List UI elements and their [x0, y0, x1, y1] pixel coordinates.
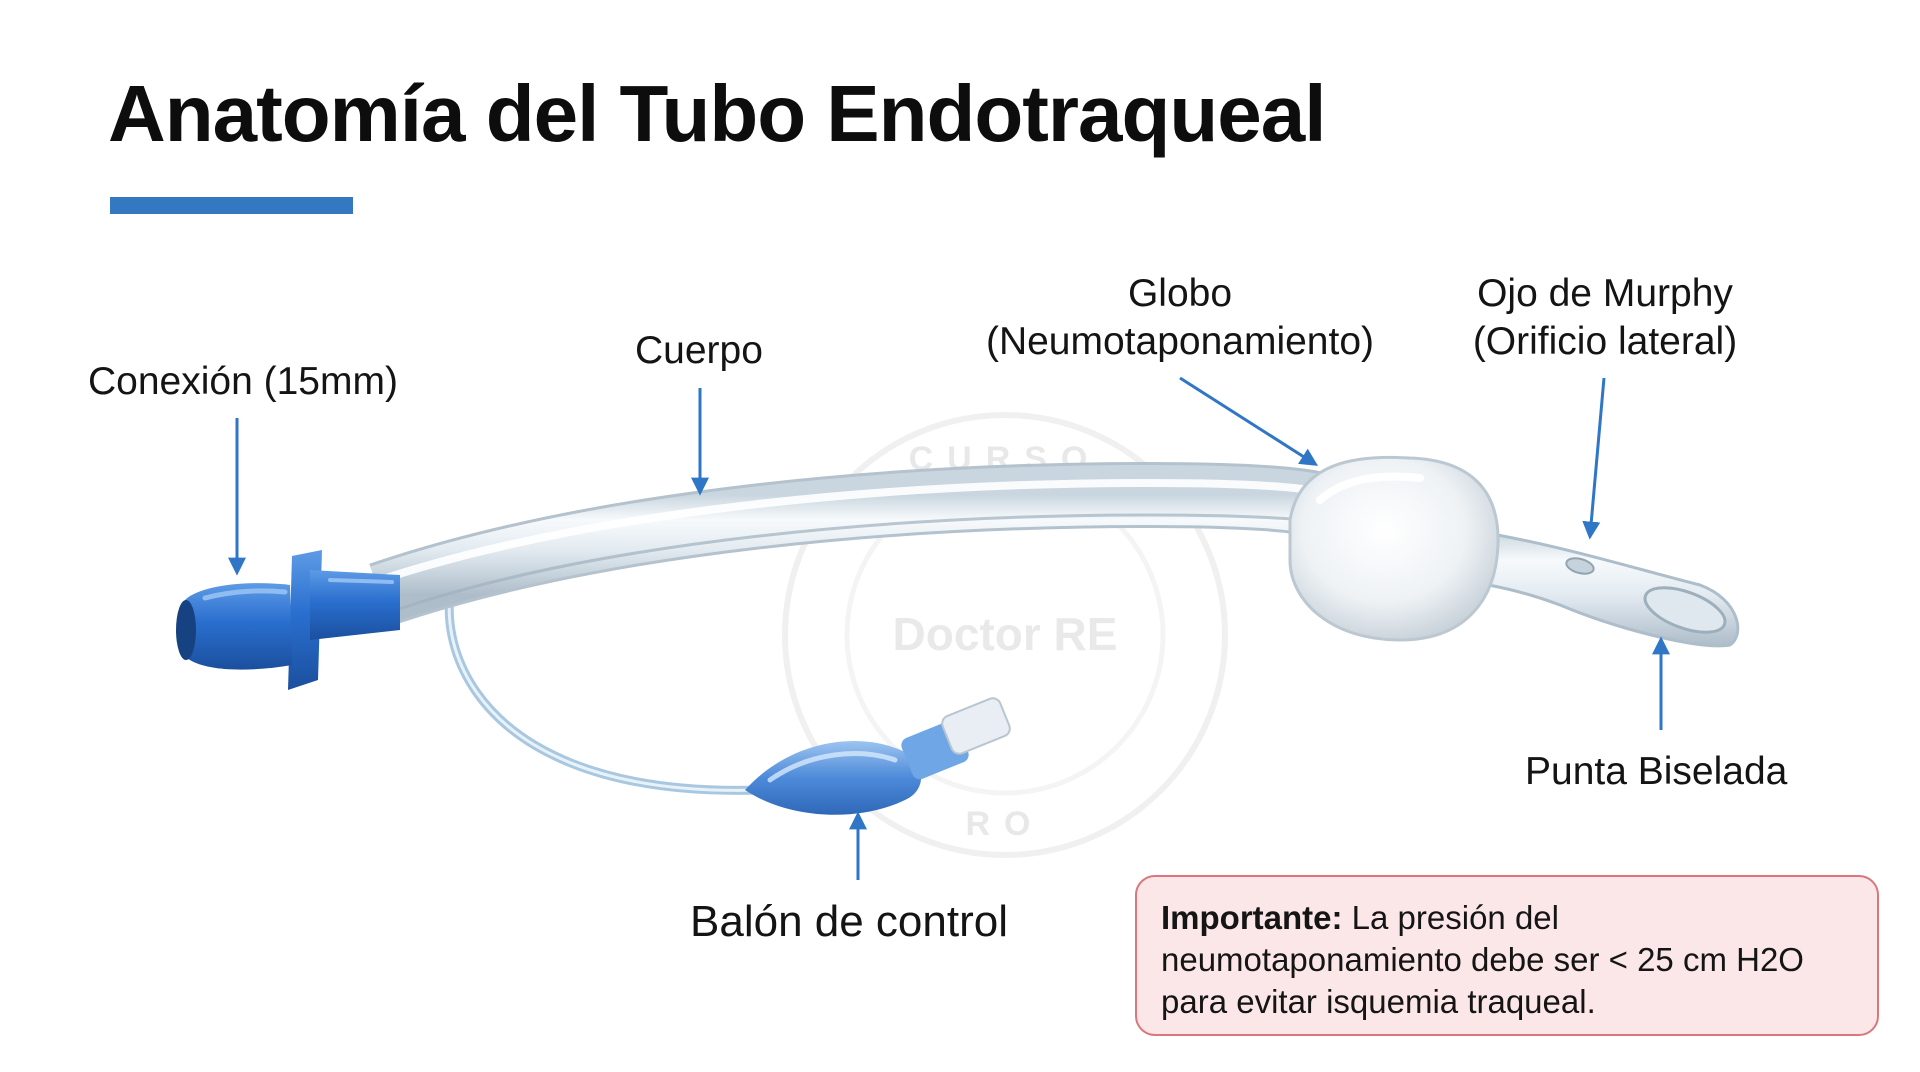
blue-15mm-connector	[176, 550, 400, 690]
label-murphy: Ojo de Murphy (Orificio lateral)	[1460, 270, 1750, 366]
tube-shaft	[380, 483, 1320, 612]
label-balon: Balón de control	[690, 898, 1008, 946]
label-murphy-line2: (Orificio lateral)	[1460, 318, 1750, 366]
label-murphy-line1: Ojo de Murphy	[1460, 270, 1750, 318]
beveled-tip	[1470, 532, 1738, 646]
watermark-bottom-text: RO	[966, 805, 1045, 843]
cuff	[1290, 457, 1498, 640]
label-globo-line2: (Neumotaponamiento)	[955, 318, 1405, 366]
label-conexion: Conexión (15mm)	[88, 358, 398, 406]
arrow-globo	[1180, 378, 1315, 464]
label-cuerpo: Cuerpo	[635, 327, 763, 375]
label-punta: Punta Biselada	[1525, 748, 1787, 796]
label-globo: Globo (Neumotaponamiento)	[955, 270, 1405, 366]
important-note-callout: Importante: La presión del neumotaponami…	[1135, 875, 1879, 1036]
pilot-balloon	[745, 696, 1012, 815]
arrow-murphy	[1590, 378, 1604, 536]
label-globo-line1: Globo	[955, 270, 1405, 318]
callout-lead: Importante:	[1161, 899, 1343, 936]
watermark-center-text: Doctor RE	[893, 608, 1118, 660]
